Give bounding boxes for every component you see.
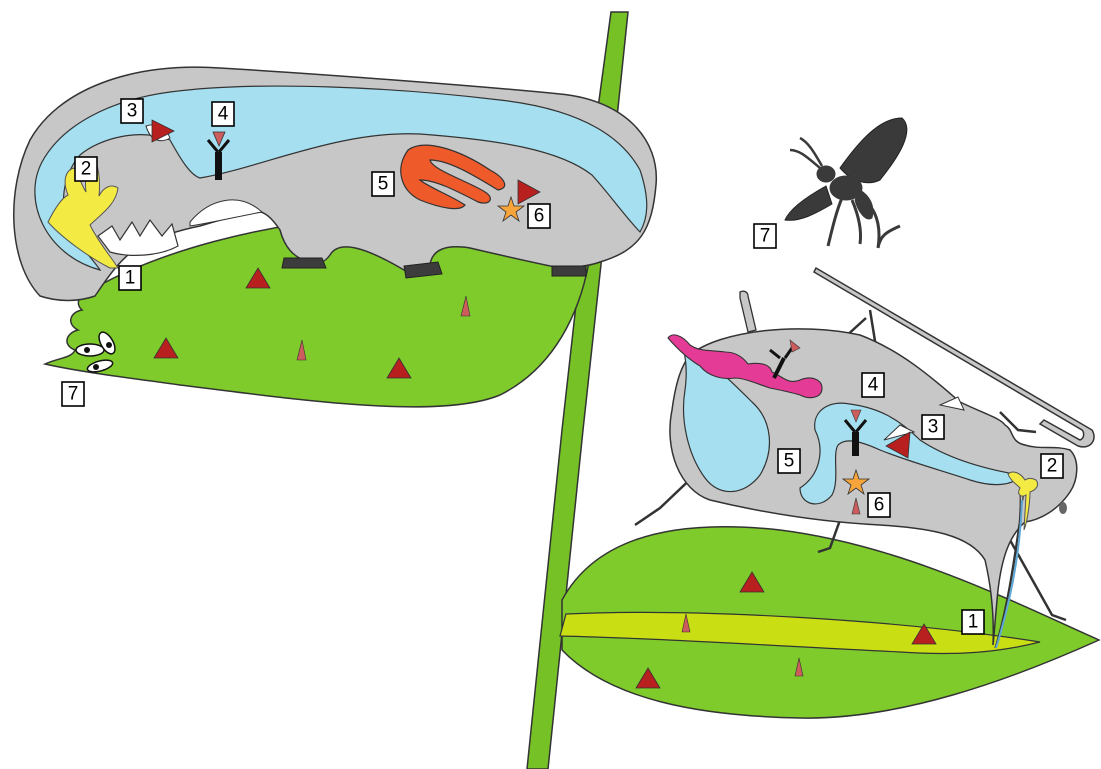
caterpillar-proleg-3 <box>552 266 586 276</box>
svg-text:7: 7 <box>68 384 79 405</box>
caterpillar-scene: 1 2 3 4 5 6 7 <box>14 67 657 407</box>
svg-text:3: 3 <box>928 417 939 438</box>
caterpillar-label-2: 2 <box>75 157 97 181</box>
svg-text:6: 6 <box>534 206 545 227</box>
caterpillar-label-6: 6 <box>528 204 550 228</box>
aphid-label-4: 4 <box>862 373 884 397</box>
caterpillar-label-7: 7 <box>62 382 84 406</box>
aphid-cornicle <box>740 291 756 332</box>
aphid-label-7: 7 <box>754 224 776 248</box>
aphid-label-3: 3 <box>922 415 944 439</box>
svg-text:4: 4 <box>868 375 879 396</box>
svg-text:3: 3 <box>127 101 138 122</box>
caterpillar-proleg-1 <box>282 258 326 268</box>
svg-text:4: 4 <box>218 104 229 125</box>
aphid-eye <box>1059 502 1067 514</box>
svg-text:5: 5 <box>378 174 389 195</box>
caterpillar-label-3: 3 <box>121 99 143 123</box>
svg-text:2: 2 <box>1047 456 1058 477</box>
caterpillar-label-5: 5 <box>372 172 394 196</box>
caterpillar-label-4: 4 <box>212 102 234 126</box>
svg-text:1: 1 <box>125 268 136 289</box>
caterpillar-label-1: 1 <box>119 266 141 290</box>
svg-text:1: 1 <box>968 612 979 633</box>
aphid-label-5: 5 <box>778 449 800 473</box>
svg-text:2: 2 <box>81 159 92 180</box>
aphid-label-6: 6 <box>868 493 890 517</box>
svg-text:5: 5 <box>784 451 795 472</box>
aphid-label-2: 2 <box>1041 454 1063 478</box>
svg-text:6: 6 <box>874 495 885 516</box>
aphid-label-1: 1 <box>962 610 984 634</box>
svg-text:7: 7 <box>760 226 771 247</box>
parasitoid-wasp-icon <box>785 118 907 248</box>
